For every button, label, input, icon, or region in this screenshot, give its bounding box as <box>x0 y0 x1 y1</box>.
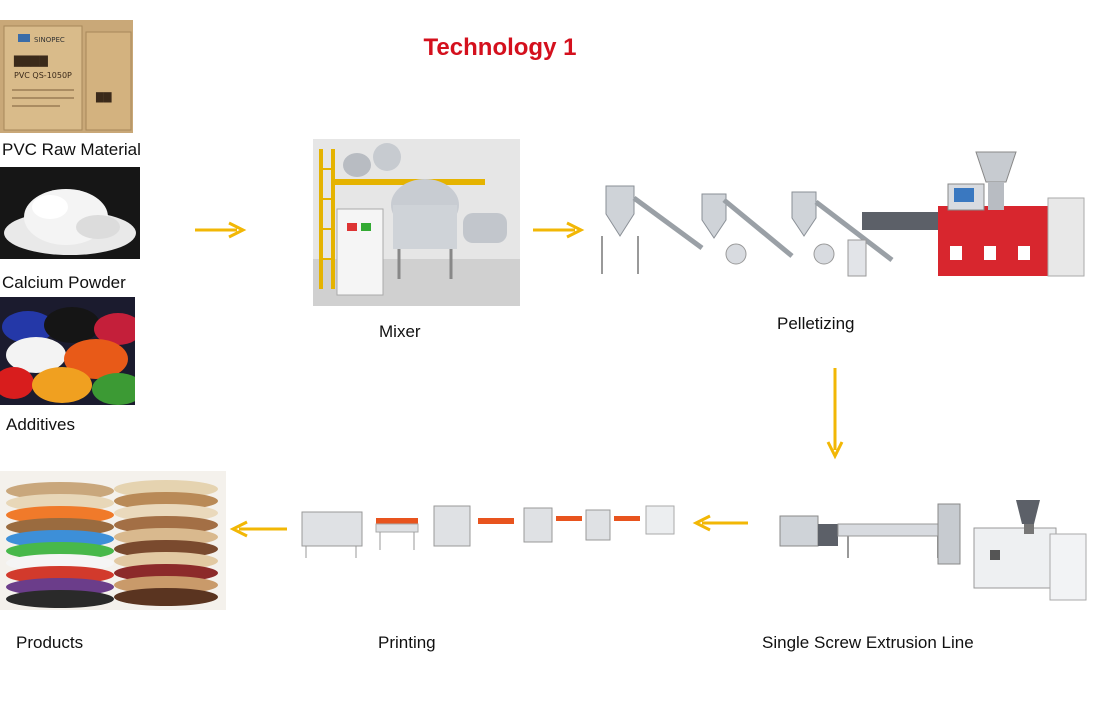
svg-text:▇▇: ▇▇ <box>95 92 112 103</box>
arrow-to-extrusion <box>826 366 844 460</box>
arrow-to-pelletizing <box>531 221 585 239</box>
pelletizing-image <box>592 148 1094 286</box>
additives-label: Additives <box>6 415 75 434</box>
products-label: Products <box>16 633 84 652</box>
arrow-to-products <box>227 520 289 538</box>
mixer-image <box>313 139 520 306</box>
arrow-to-mixer <box>193 221 247 239</box>
products-image <box>0 471 226 610</box>
calcium-powder-image <box>0 167 140 259</box>
arrow-to-printing <box>690 514 750 532</box>
additives-image <box>0 297 135 405</box>
extrusion-line-label: Single Screw Extrusion Line <box>762 633 974 652</box>
mixer-label: Mixer <box>379 322 421 341</box>
calcium-powder-label: Calcium Powder <box>2 273 126 292</box>
printing-line-image <box>296 498 678 560</box>
printing-label: Printing <box>378 633 436 652</box>
bag-brand-text: SINOPEC <box>34 36 65 44</box>
pvc-raw-material-image: SINOPEC ▇▇▇▇ PVC QS-1050P ▇▇ <box>0 20 133 133</box>
svg-text:▇▇▇▇: ▇▇▇▇ <box>13 54 48 67</box>
extrusion-line-image <box>778 494 1090 606</box>
pvc-raw-material-label: PVC Raw Material <box>2 140 141 159</box>
diagram-title: Technology 1 <box>423 34 577 61</box>
bag-grade-text: PVC QS-1050P <box>14 71 72 80</box>
pelletizing-label: Pelletizing <box>777 314 855 333</box>
